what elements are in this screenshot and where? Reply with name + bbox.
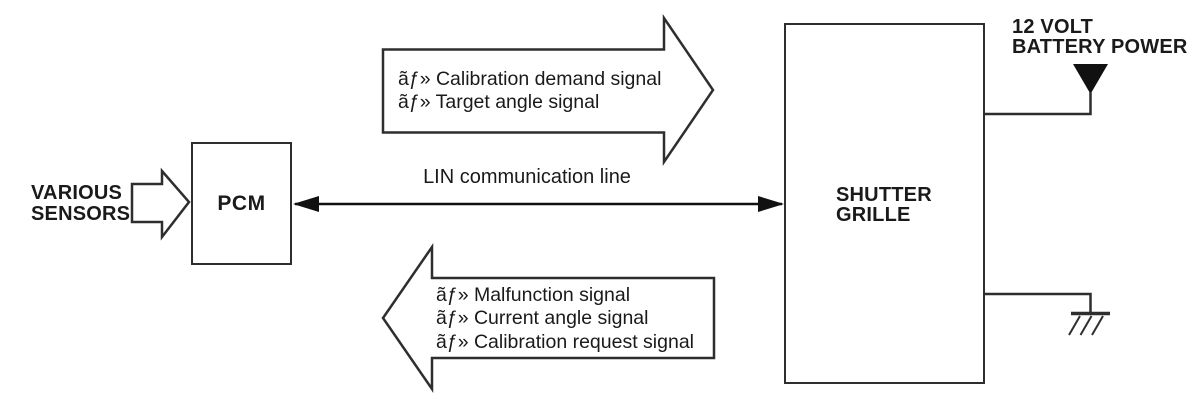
- lin-arrowhead-left-icon: [293, 196, 319, 212]
- battery-power-triangle-icon: [1073, 64, 1108, 94]
- signal-item: ãƒ» Current angle signal: [436, 307, 649, 330]
- signal-item: ãƒ» Malfunction signal: [436, 284, 631, 306]
- pcm-node: PCM: [191, 142, 292, 265]
- ground-icon: [1068, 311, 1110, 336]
- battery-power-label: 12 VOLT BATTERY POWER: [1012, 17, 1188, 57]
- grille-to-pcm-signal-list: ãƒ» Malfunction signal ãƒ» Current angle…: [436, 284, 694, 354]
- grille-to-pcm-block-arrow-icon: [381, 242, 716, 394]
- signal-item: ãƒ» Target angle signal: [398, 91, 600, 114]
- various-sensors-label: VARIOUS SENSORS: [31, 183, 130, 225]
- pcm-to-grille-signal-list: ãƒ» Calibration demand signal ãƒ» Target…: [398, 68, 661, 115]
- signal-item: ãƒ» Calibration demand signal: [398, 68, 662, 90]
- battery-power-line1: 12 VOLT: [1012, 16, 1094, 38]
- ground-wire: [984, 292, 1092, 313]
- various-sensors-line1: VARIOUS: [31, 182, 123, 204]
- pcm-label: PCM: [217, 191, 266, 215]
- battery-power-line2: BATTERY POWER: [1012, 36, 1188, 58]
- pcm-to-grille-block-arrow-icon: [381, 13, 715, 167]
- shutter-grille-line2: GRILLE: [836, 204, 911, 226]
- battery-wire: [984, 92, 1092, 116]
- shutter-grille-label: SHUTTER GRILLE: [836, 185, 932, 225]
- lin-arrowhead-right-icon: [758, 196, 784, 212]
- shutter-grille-line1: SHUTTER: [836, 184, 932, 206]
- sensors-to-pcm-arrow-icon: [130, 167, 191, 241]
- various-sensors-line2: SENSORS: [31, 203, 131, 225]
- lin-line-label: LIN communication line: [423, 166, 631, 188]
- shutter-grille-node: [784, 23, 985, 384]
- signal-item: ãƒ» Calibration request signal: [436, 330, 694, 353]
